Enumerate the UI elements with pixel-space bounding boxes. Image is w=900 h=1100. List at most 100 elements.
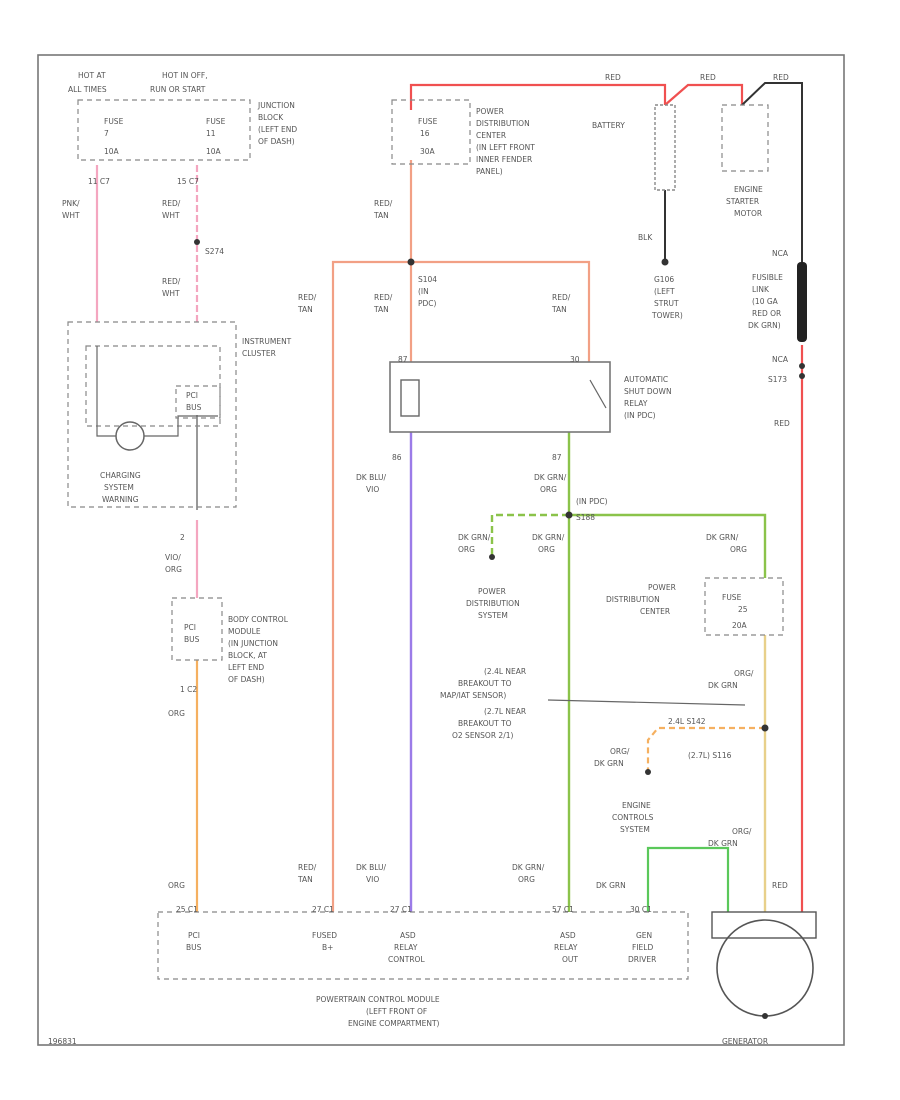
red-tan-bot-2: TAN: [297, 875, 313, 884]
s188-label: S188: [576, 513, 595, 522]
pdc-label-1: POWER: [476, 107, 504, 116]
blk-label: BLK: [638, 233, 653, 242]
splice-s188: [565, 511, 573, 519]
junction-block-box: [77, 99, 251, 161]
pdc-fuse-amp: 30A: [420, 147, 436, 156]
asd-relay-coil: [400, 379, 420, 417]
conn-2-label: 2: [180, 533, 185, 542]
pds-label-2: DISTRIBUTION: [466, 599, 520, 608]
pci-bus-ic-1: PCI: [186, 391, 198, 400]
ground-g106: [661, 258, 669, 266]
dk-grn-org-8: ORG: [730, 545, 747, 554]
conn-c7-right: 15 C7: [177, 177, 199, 186]
dk-grn-org-2: ORG: [540, 485, 557, 494]
red-tan-3a: RED/: [374, 293, 393, 302]
dk-grn-label: DK GRN: [596, 881, 626, 890]
breakout-label-3: MAP/IAT SENSOR): [440, 691, 506, 700]
conn-c7-left: 11 C7: [88, 177, 110, 186]
pcm-pci-label-1: PCI: [188, 931, 200, 940]
wire-org-dk-grn-splice: [646, 726, 765, 772]
pcm-gen-label-3: DRIVER: [628, 955, 656, 964]
pin-gen-field: 30 C1: [630, 905, 652, 914]
asd-relay-switch: [589, 379, 607, 409]
asd-relay-box: [389, 361, 611, 433]
org-bottom-label: ORG: [168, 881, 185, 890]
generator-symbol: [716, 919, 814, 1017]
org-label-1: ORG: [168, 709, 185, 718]
s104-label-3: PDC): [418, 299, 437, 308]
fusible-label-2: LINK: [752, 285, 770, 294]
pdc2-label-3: CENTER: [640, 607, 670, 616]
g106-label-2: (LEFT: [654, 287, 675, 296]
nca-label: NCA: [772, 249, 789, 258]
dk-grn-org-b2: ORG: [518, 875, 535, 884]
org-dkgrn-2: DK GRN: [708, 681, 738, 690]
pdc-label-5: INNER FENDER: [476, 155, 532, 164]
asd-30-label: 30: [570, 355, 580, 364]
wire-red-tan-branch: [331, 260, 411, 912]
asd-86-label: 86: [392, 453, 402, 462]
red-tan-4a: RED/: [552, 293, 571, 302]
pci-bus-bcm-2: BUS: [184, 635, 200, 644]
wire-dk-grn-org-right: [569, 513, 767, 578]
pcm-fused-label-1: FUSED: [312, 931, 337, 940]
fuse25-label: FUSE: [722, 593, 742, 602]
fusible-link: [797, 262, 807, 342]
label-hot-at: HOT AT: [78, 71, 106, 80]
red-top-1: RED: [605, 73, 621, 82]
generator-label: GENERATOR: [722, 1037, 768, 1046]
red-tan-1a: RED/: [374, 199, 393, 208]
vio-org-2: ORG: [165, 565, 182, 574]
asd-relay-label-4: (IN PDC): [624, 411, 656, 420]
dk-grn-org-b1: DK GRN/: [512, 863, 545, 872]
pdc-label-6: PANEL): [476, 167, 503, 176]
pin-pci-bus: 25 C1: [176, 905, 198, 914]
ecs-terminal: [645, 769, 651, 775]
label-hot-in-off: HOT IN OFF,: [162, 71, 208, 80]
bcm-label-4: BLOCK, AT: [228, 651, 267, 660]
fusible-label-5: DK GRN): [748, 321, 781, 330]
s142-label: 2.4L S142: [668, 717, 706, 726]
wire-red-tan-relay30: [411, 260, 591, 362]
vio-org-1: VIO/: [165, 553, 181, 562]
red-tan-1b: TAN: [373, 211, 389, 220]
pdc-label-2: DISTRIBUTION: [476, 119, 530, 128]
dk-grn-org-1: DK GRN/: [534, 473, 567, 482]
dk-blu-vio-b2: VIO: [366, 875, 379, 884]
charging-label-3: WARNING: [102, 495, 139, 504]
breakout-label-5: BREAKOUT TO: [458, 719, 512, 728]
pin-asd-control: 27 C1: [390, 905, 412, 914]
wire-dk-grn-org-dash: [490, 513, 569, 557]
red-wht-2: WHT: [162, 211, 180, 220]
gen-dot: [762, 1013, 768, 1019]
dk-grn-org-5: DK GRN/: [532, 533, 565, 542]
dk-grn-org-7: DK GRN/: [706, 533, 739, 542]
breakout-label-2: BREAKOUT TO: [458, 679, 512, 688]
splice-s142: [761, 724, 769, 732]
wire-red-starter: [664, 83, 744, 106]
battery-label: BATTERY: [592, 121, 625, 130]
generator-terminal-block: [711, 911, 817, 939]
starter-label-2: STARTER: [726, 197, 759, 206]
ecs-label-1: ENGINE: [622, 801, 651, 810]
asd-relay-label-2: SHUT DOWN: [624, 387, 672, 396]
asd-relay-label-3: RELAY: [624, 399, 648, 408]
ic-label-1: INSTRUMENT: [242, 337, 292, 346]
s116-label: (2.7L) S116: [688, 751, 732, 760]
bcm-box: [171, 597, 223, 661]
dk-blu-vio-1: DK BLU/: [356, 473, 387, 482]
pdc-label-3: CENTER: [476, 131, 506, 140]
fuse25-amp: 20A: [732, 621, 748, 630]
pcm-pci-label-2: BUS: [186, 943, 202, 952]
pnk-wht-2: WHT: [62, 211, 80, 220]
jb-label-3: (LEFT END: [258, 125, 297, 134]
starter-motor-box: [721, 104, 769, 172]
g106-label-3: STRUT: [654, 299, 679, 308]
diagram-frame: [37, 54, 845, 1046]
bcm-label-1: BODY CONTROL: [228, 615, 289, 624]
fuse7-amp: 10A: [104, 147, 120, 156]
pcm-asdo-label-1: ASD: [560, 931, 576, 940]
label-run-or-start: RUN OR START: [150, 85, 206, 94]
pdc-fuse-box: [391, 99, 471, 165]
lamp-circuit-right: [144, 415, 218, 437]
